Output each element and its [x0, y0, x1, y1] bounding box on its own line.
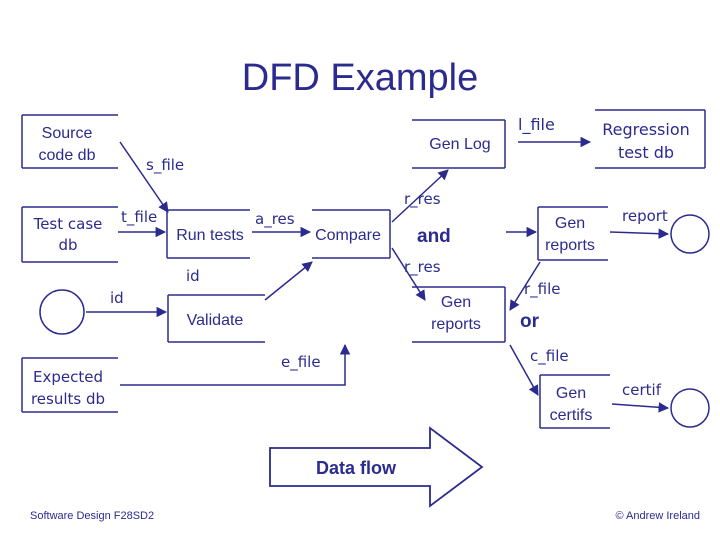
diagram-title: DFD Example [242, 57, 479, 99]
process-validate-label: Validate [187, 312, 244, 329]
flow-label-s-file: s_file [146, 156, 184, 175]
process-gen-log-label: Gen Log [429, 136, 490, 153]
flow-id-center-arrow [264, 261, 313, 301]
flow-r-res-upper-arrow [391, 169, 449, 223]
process-gen-certifs-line1: Gen [556, 385, 586, 402]
process-gen-reports-lower-line2: reports [431, 316, 481, 333]
flow-label-id-center: id [186, 267, 200, 285]
process-gen-certifs-line2: certifs [550, 407, 593, 424]
store-expected-results-db: Expected results db [21, 357, 118, 413]
store-test-case-line2: db [58, 236, 77, 254]
data-flow-banner-arrow: Data flow [269, 426, 484, 508]
flow-r-res-lower-arrow [391, 247, 426, 301]
store-expected-results-line2: results db [31, 390, 105, 408]
flow-label-l-file: l_file [518, 115, 555, 135]
flow-label-r-res-upper: r_res [404, 190, 441, 209]
flow-s-file-arrow [119, 141, 169, 213]
flow-label-a-res: a_res [255, 210, 295, 229]
store-source-code-line2: code db [39, 147, 96, 164]
store-regression-test-line1: Regression [602, 120, 690, 139]
connector-and: and [417, 226, 451, 247]
data-flow-label: Data flow [316, 458, 397, 478]
entity-certif-consumer [670, 388, 710, 428]
process-gen-reports-upper-line2: reports [545, 237, 595, 254]
store-regression-test-line2: test db [618, 143, 674, 162]
flow-certif-arrow [611, 402, 670, 413]
footer-author-label: © Andrew Ireland [615, 510, 700, 522]
footer-course-label: Software Design F28SD2 [30, 510, 154, 522]
flow-e-file-arrow [120, 343, 351, 386]
flow-label-t-file: t_file [121, 208, 157, 227]
process-gen-reports-upper: Gen reports [537, 206, 608, 261]
process-gen-certifs: Gen certifs [539, 374, 610, 429]
flow-label-certif: certif [622, 381, 662, 399]
process-gen-log: Gen Log [412, 119, 506, 169]
flow-c-file-arrow [509, 344, 539, 396]
flow-label-e-file: e_file [281, 353, 321, 372]
process-compare: Compare [312, 209, 391, 259]
flow-label-r-file: r_file [524, 280, 561, 299]
flow-label-c-file: c_file [530, 347, 569, 366]
flow-label-r-res-lower: r_res [404, 258, 441, 277]
entity-tester [39, 289, 85, 335]
store-source-code-db: Source code db [21, 114, 118, 169]
process-run-tests: Run tests [166, 209, 250, 259]
process-gen-reports-lower: Gen reports [412, 286, 506, 343]
flow-label-report: report [622, 207, 668, 225]
store-source-code-line1: Source [42, 125, 93, 142]
process-compare-label: Compare [315, 227, 381, 244]
process-gen-reports-lower-line1: Gen [441, 294, 471, 311]
flow-label-id-left: id [110, 289, 124, 307]
store-test-case-db: Test case db [21, 206, 118, 263]
store-expected-results-line1: Expected [33, 368, 103, 386]
store-test-case-line1: Test case [33, 215, 103, 233]
flow-r-file-arrow [509, 261, 541, 311]
connector-or: or [520, 311, 540, 332]
flow-report-arrow [609, 228, 670, 239]
process-gen-reports-upper-line1: Gen [555, 215, 585, 232]
process-run-tests-label: Run tests [176, 227, 244, 244]
store-regression-test-db: Regression test db [595, 109, 706, 169]
entity-report-consumer [670, 214, 710, 254]
process-validate: Validate [167, 294, 265, 343]
